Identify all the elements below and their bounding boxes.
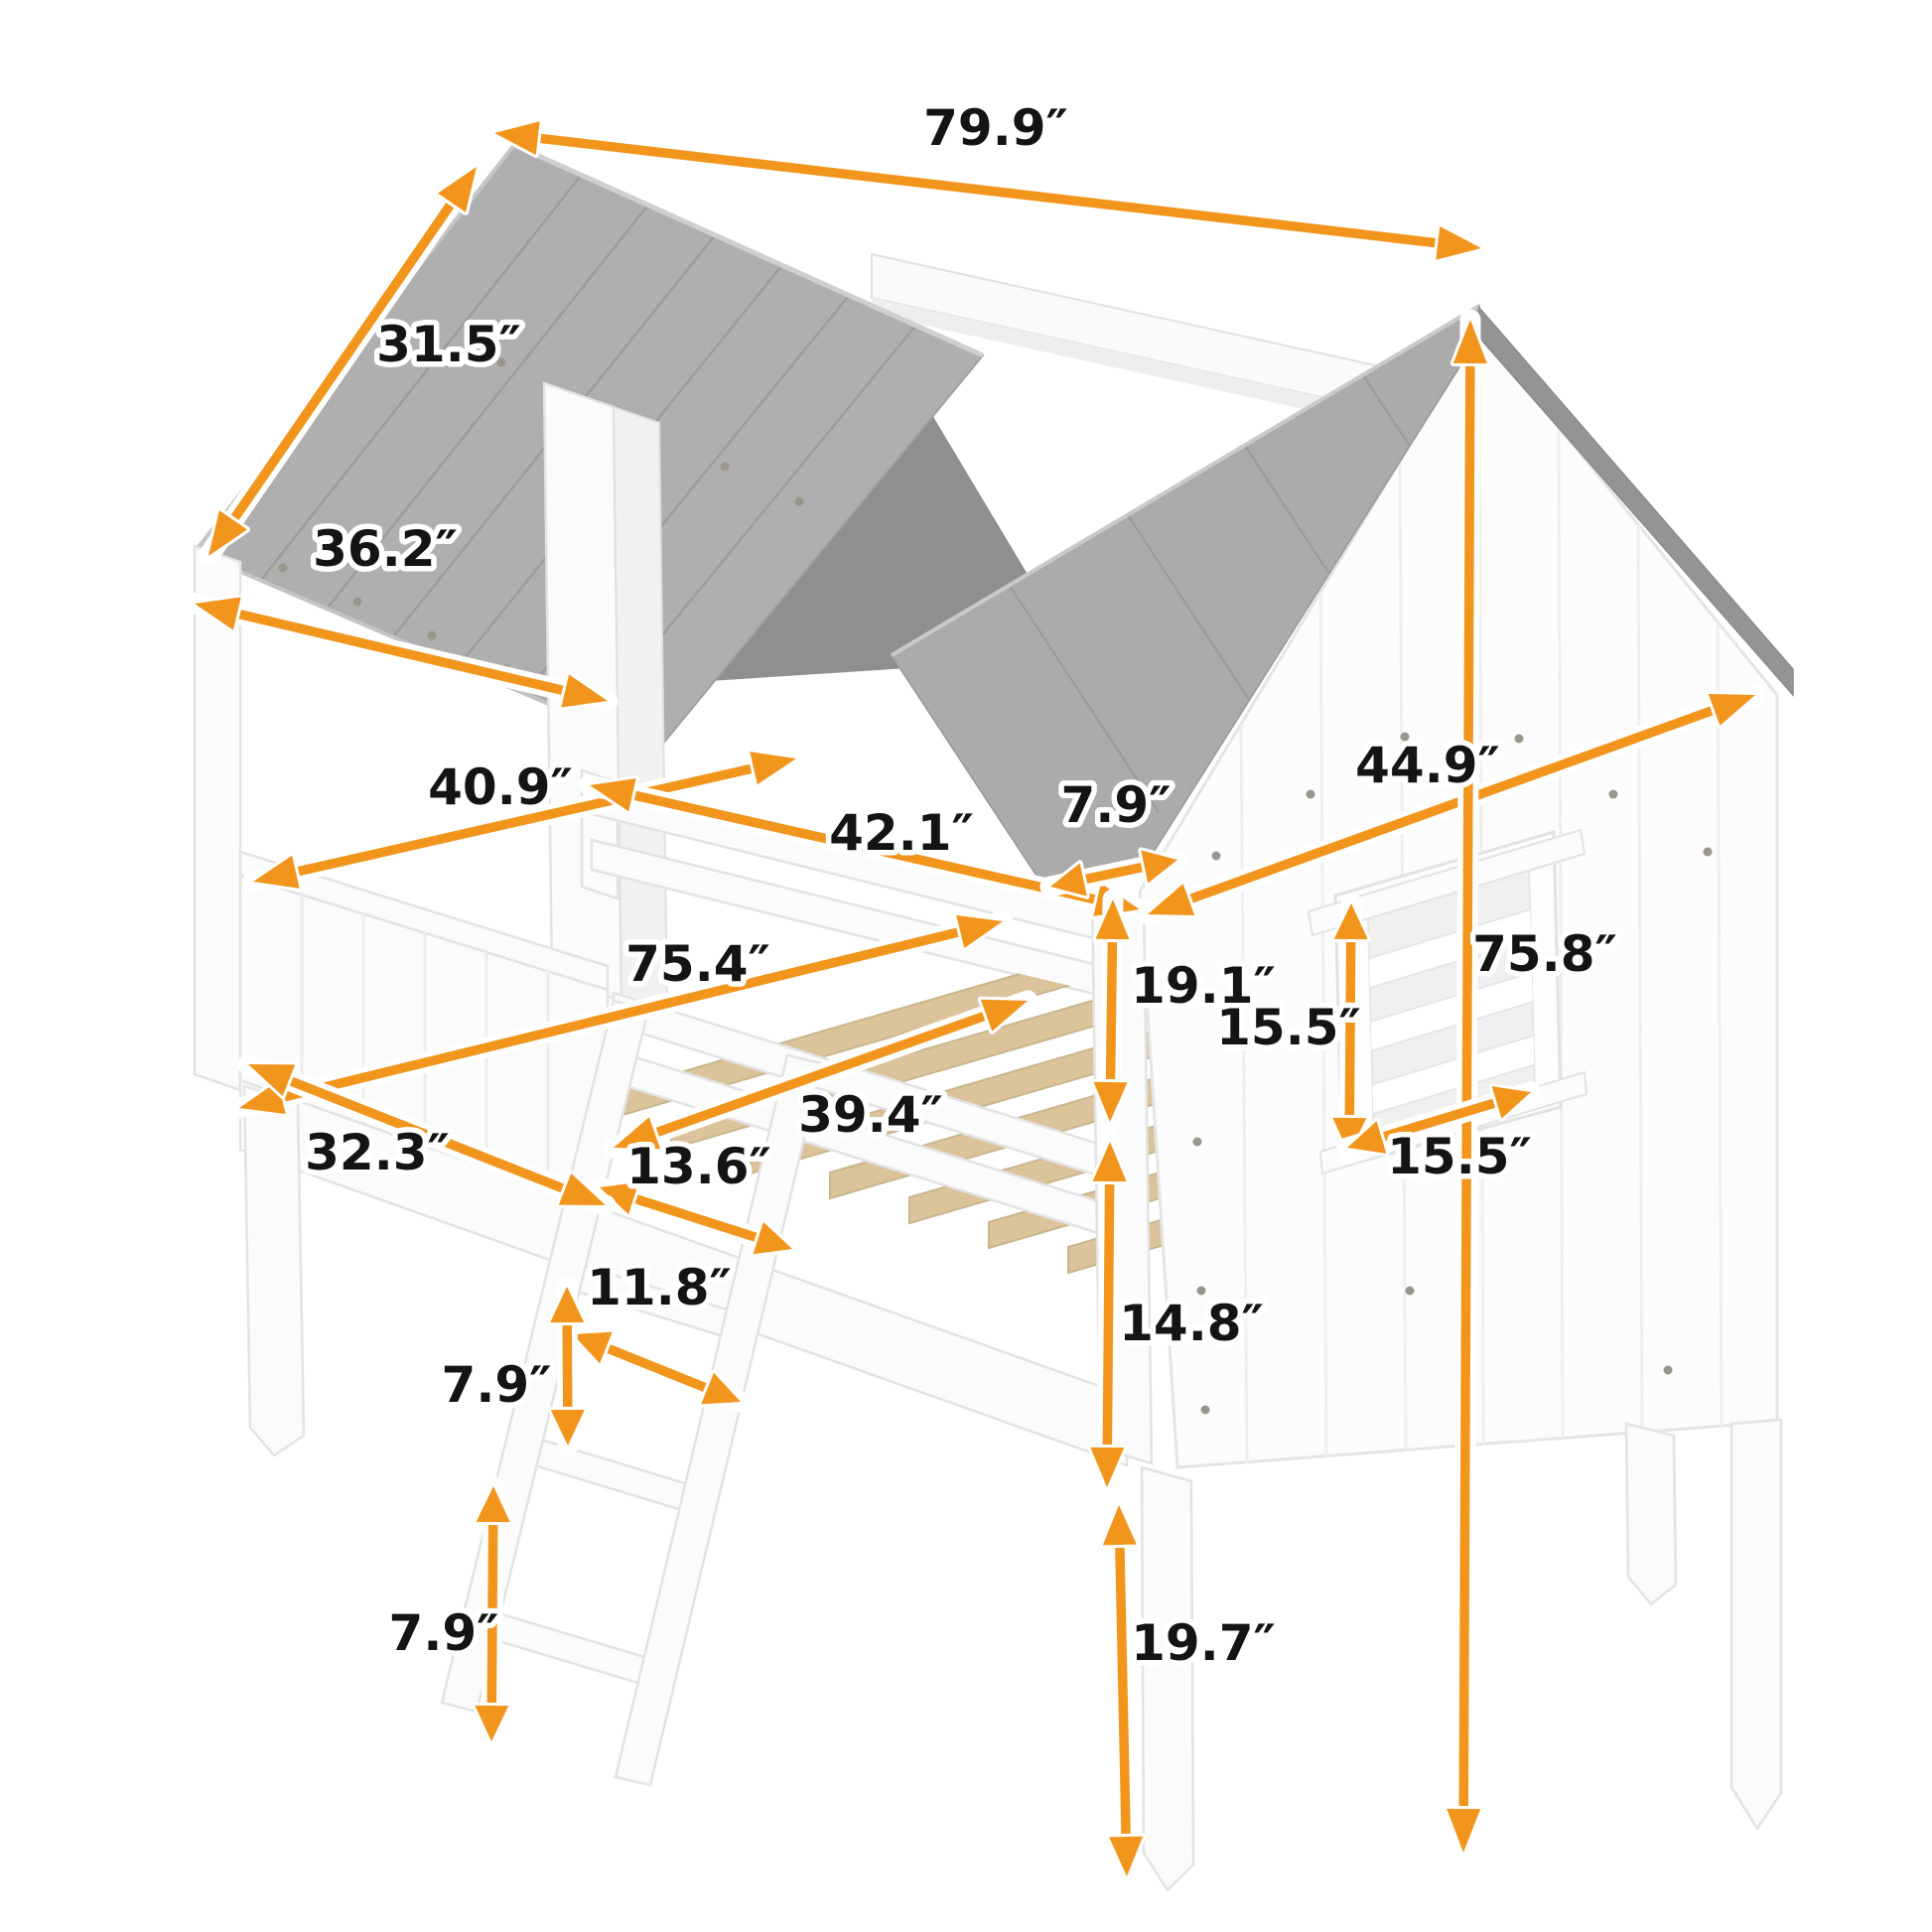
dim-label-opening-width: 40.9″ [428, 759, 573, 816]
dim-arrow-ladder-step-spacing [547, 1276, 588, 1456]
gable-stud-side [612, 405, 669, 1013]
dim-label-overall-width: 44.9″ [1355, 737, 1500, 794]
dimension-arrows [184, 118, 1766, 1887]
dim-label-ladder-width: 11.8″ [587, 1259, 732, 1316]
dim-label-ladder-step-spacing: 7.9″ [442, 1356, 552, 1414]
dim-arrow-rail-height [1090, 889, 1133, 1133]
dim-arrow-roof-overhang [1039, 847, 1188, 899]
dim-label-roof-slope-length: 31.5″ [376, 316, 521, 373]
back-right-leg [1624, 1422, 1678, 1606]
dim-arrow-window-height [1329, 893, 1371, 1165]
right-wall-nails [1186, 732, 1713, 1415]
front-right-leg [1140, 1465, 1195, 1892]
dim-label-overall-height: 75.8″ [1472, 925, 1617, 983]
dim-label-bed-interior-length: 75.4″ [625, 935, 770, 993]
dim-arrow-headboard-wall-length [237, 1053, 617, 1216]
dim-label-bed-interior-width: 39.4″ [798, 1086, 943, 1144]
dim-label-window-width: 15.5″ [1387, 1128, 1532, 1185]
dim-arrow-frame-height [1087, 1131, 1130, 1498]
dim-label-overall-length: 79.9″ [923, 99, 1068, 157]
front-bottom-rail [238, 1078, 1129, 1467]
dim-arrow-overall-height [1444, 309, 1490, 1863]
dim-arrow-ladder-bottom-step-height [472, 1475, 513, 1752]
dim-arrow-roof-slope-length [198, 156, 487, 567]
dimension-labels: 79.9″ 31.5″ 36.2″ 40.9″ 42.1″ 7.9″ 44.9″… [300, 94, 1623, 1678]
window-header-board [1307, 828, 1587, 937]
headboard-top-rail [238, 850, 610, 992]
dim-arrow-overall-length [483, 118, 1492, 263]
dim-label-guard-rail-length: 42.1″ [829, 804, 974, 862]
dim-arrow-bed-interior-length [228, 910, 1014, 1119]
dim-arrow-leg-height [1099, 1494, 1147, 1887]
dim-arrow-overall-width [1137, 684, 1766, 925]
dim-arrow-ladder-gap [589, 1176, 803, 1260]
dim-label-ladder-bottom-step-height: 7.9″ [389, 1604, 499, 1662]
dim-label-headboard-wall-length: 32.3″ [305, 1124, 450, 1181]
dim-label-window-height: 15.5″ [1216, 999, 1361, 1056]
dim-arrow-window-width [1336, 1081, 1542, 1159]
dim-label-leg-height: 19.7″ [1131, 1614, 1276, 1672]
dim-arrow-bed-interior-width [603, 990, 1038, 1159]
dim-arrow-roof-panel-width [184, 593, 619, 712]
dim-label-ladder-gap: 13.6″ [626, 1138, 771, 1195]
dim-arrow-opening-width [242, 748, 807, 893]
dim-label-roof-overhang: 7.9″ [1061, 776, 1172, 834]
dim-label-roof-panel-width: 36.2″ [313, 520, 458, 578]
front-left-leg [242, 1084, 306, 1457]
far-right-leg [1729, 1418, 1783, 1832]
dim-label-frame-height: 14.8″ [1119, 1295, 1264, 1352]
dim-arrow-ladder-width [562, 1323, 752, 1413]
dim-label-rail-height: 19.1″ [1131, 957, 1276, 1015]
